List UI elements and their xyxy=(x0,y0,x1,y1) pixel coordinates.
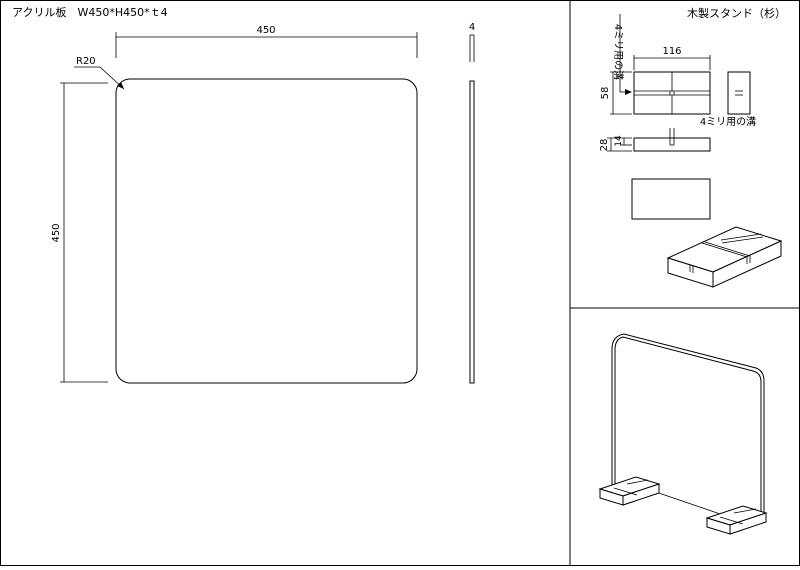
dimension-width-label: 450 xyxy=(256,25,275,36)
stand-side-view: 4ミリ用の溝 xyxy=(633,115,756,152)
slot-note-side-label: 4ミリ用の溝 xyxy=(700,115,756,128)
acrylic-plate-side: 4 xyxy=(469,22,475,384)
radius-label: R20 xyxy=(76,56,96,67)
dimension-depth-label: 58 xyxy=(600,87,611,100)
dimension-height: 450 xyxy=(51,82,108,383)
acrylic-title: アクリル板 W450*H450*ｔ4 xyxy=(12,5,168,19)
assembled-isometric xyxy=(598,333,768,535)
radius-leader: R20 xyxy=(74,56,125,90)
acrylic-plate-front xyxy=(115,78,418,384)
dimension-length-label: 116 xyxy=(662,46,681,57)
dimension-length: 116 xyxy=(633,46,711,70)
stand-end-view xyxy=(727,71,751,115)
dimension-slot-depth-label: 14 xyxy=(614,135,624,147)
dimension-stand-height: 28 14 xyxy=(599,135,632,152)
stand-isometric xyxy=(666,226,783,288)
stand-title: 木製スタンド（杉） xyxy=(687,6,786,20)
stand-bottom-view xyxy=(631,178,711,220)
slot-note-top-label: 4ミリ用の溝 xyxy=(612,24,625,80)
dimension-width: 450 xyxy=(115,25,418,58)
dimension-depth: 58 xyxy=(600,71,632,115)
stand-top-view xyxy=(633,71,711,115)
slot-note-top: 4ミリ用の溝 xyxy=(612,14,632,95)
dimension-height-label: 450 xyxy=(51,223,62,242)
dimension-stand-height-label: 28 xyxy=(599,139,610,152)
thickness-label: 4 xyxy=(469,22,475,33)
